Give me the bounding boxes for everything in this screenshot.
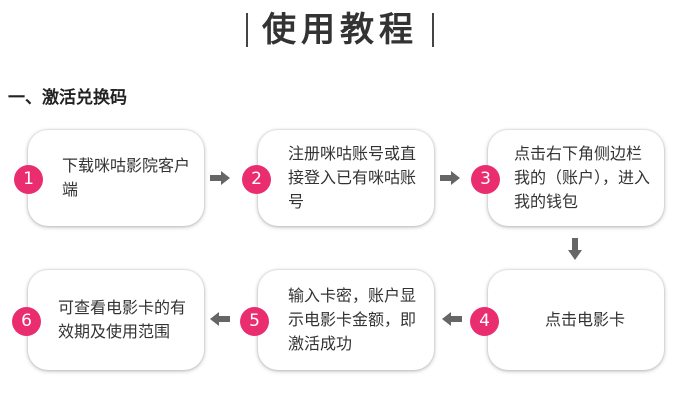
step-1-card: 下载咪咕影院客户端	[28, 130, 204, 226]
arrow-down-icon	[568, 238, 582, 260]
arrow-right-icon	[210, 171, 230, 185]
step-3-number-badge: 3	[471, 165, 500, 194]
title-bar-left	[246, 13, 248, 47]
page-title-text: 使用教程	[262, 10, 418, 50]
arrow-left-icon	[210, 312, 230, 326]
arrow-right-icon	[440, 171, 460, 185]
step-4-card: 点击电影卡	[488, 270, 664, 370]
step-5-number-badge: 5	[240, 307, 269, 336]
step-6-number-badge: 6	[12, 307, 41, 336]
step-6-text: 可查看电影卡的有效期及使用范围	[58, 298, 187, 341]
arrow-left-icon	[442, 312, 462, 326]
section-heading: 一、激活兑换码	[8, 88, 127, 108]
step-3-text: 点击右下角侧边栏我的（账户），进入我的钱包	[514, 144, 651, 211]
step-1-text: 下载咪咕影院客户端	[62, 156, 191, 199]
step-6-card: 可查看电影卡的有效期及使用范围	[28, 270, 204, 370]
step-3-card: 点击右下角侧边栏我的（账户），进入我的钱包	[488, 130, 664, 226]
page-title: 使用教程	[0, 8, 680, 52]
step-2-card: 注册咪咕账号或直接登入已有咪咕账号	[258, 130, 434, 226]
step-2-text: 注册咪咕账号或直接登入已有咪咕账号	[288, 144, 417, 211]
step-4-number-badge: 4	[470, 307, 499, 336]
step-5-text: 输入卡密，账户显示电影卡金额，即激活成功	[288, 286, 417, 353]
title-bar-right	[432, 13, 434, 47]
step-4-text: 点击电影卡	[544, 310, 625, 329]
step-5-card: 输入卡密，账户显示电影卡金额，即激活成功	[258, 270, 434, 370]
step-2-number-badge: 2	[242, 165, 271, 194]
step-1-number-badge: 1	[14, 165, 43, 194]
